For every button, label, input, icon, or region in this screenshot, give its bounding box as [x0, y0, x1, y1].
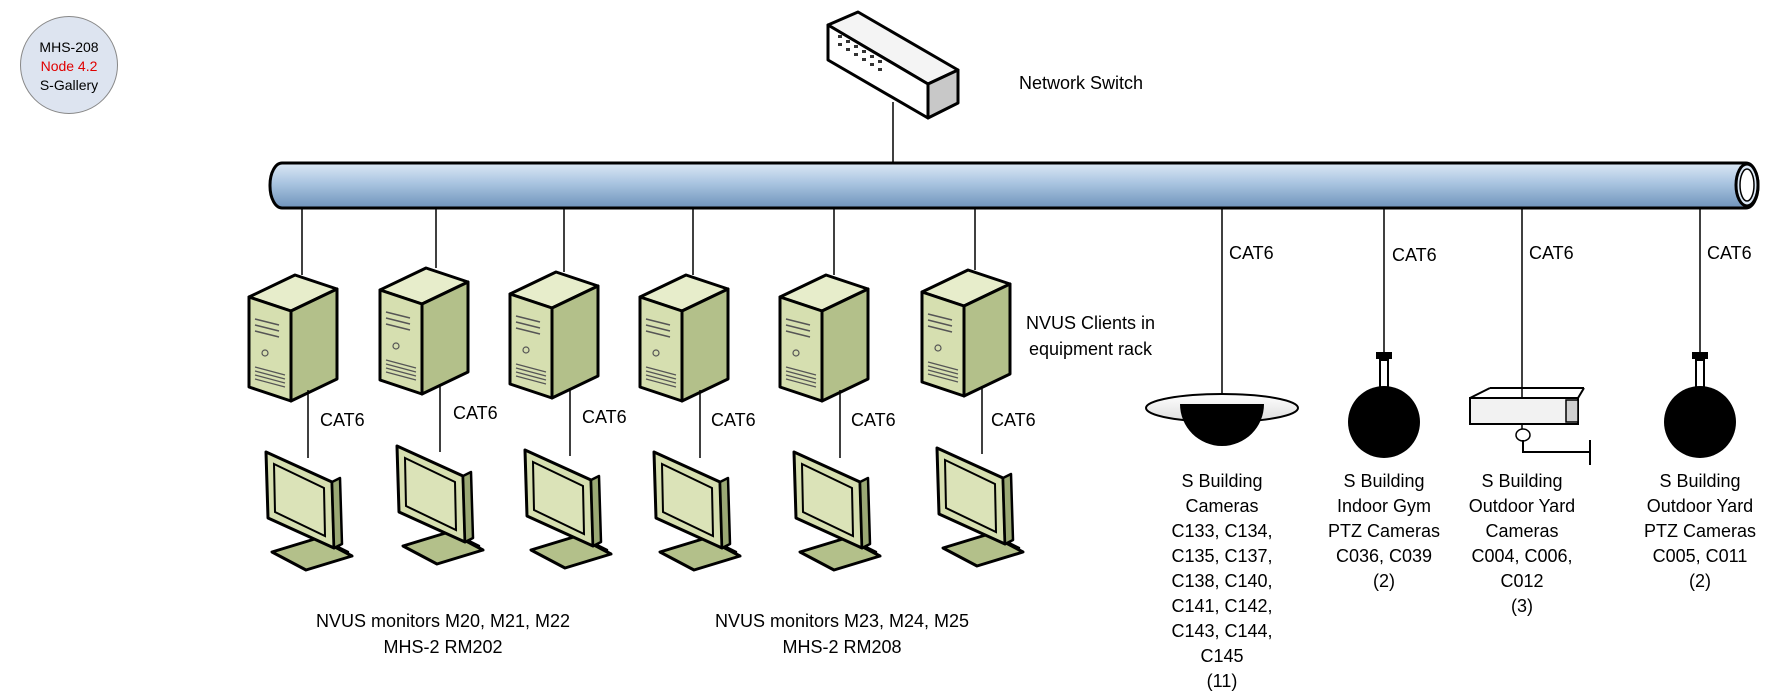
cable-label: CAT6	[1229, 243, 1274, 263]
network-switch-icon	[826, 10, 960, 120]
monitor-icon-m25	[935, 446, 1025, 568]
ptz-camera-icon-yard	[1664, 352, 1736, 458]
camera-group-4-line: Outdoor Yard	[1646, 496, 1754, 516]
cable-label: CAT6	[851, 410, 896, 430]
dome-camera-icon	[1145, 393, 1299, 446]
badge-line-2: Node 4.2	[40, 58, 98, 74]
camera-group-1-line: Cameras	[1185, 496, 1259, 516]
cable-label: CAT6	[1707, 243, 1752, 263]
camera-group-1-line: C141, C142,	[1171, 596, 1273, 616]
client-tower-4	[638, 273, 730, 403]
camera-group-label-3: S Building Outdoor Yard Cameras C004, C0…	[1451, 469, 1593, 619]
camera-group-2-line: (2)	[1373, 571, 1395, 591]
monitor-icon-m24	[792, 450, 882, 572]
camera-group-label-4: S Building Outdoor Yard PTZ Cameras C005…	[1630, 469, 1770, 594]
cable-label: CAT6	[320, 410, 365, 430]
camera-group-1-line: C133, C134,	[1171, 521, 1273, 541]
monitor-group-label-2: NVUS monitors M23, M24, M25 MHS-2 RM208	[682, 608, 1002, 660]
cable-label: CAT6	[1392, 245, 1437, 265]
camera-group-4-line: S Building	[1659, 471, 1741, 491]
client-tower-6	[920, 268, 1012, 398]
clients-label-line-2: equipment rack	[1028, 339, 1153, 359]
camera-group-2-line: Indoor Gym	[1336, 496, 1432, 516]
client-tower-5	[778, 273, 870, 403]
camera-group-3-line: C012	[1500, 571, 1544, 591]
network-switch-label: Network Switch	[1019, 73, 1144, 93]
monitor-group-2-line-1: NVUS monitors M23, M24, M25	[714, 611, 970, 631]
camera-group-1-line: (11)	[1206, 671, 1238, 691]
camera-group-1-line: C143, C144,	[1171, 621, 1273, 641]
node-badge: MHS-208 Node 4.2 S-Gallery	[20, 16, 118, 114]
monitor-icon-m21	[395, 444, 485, 566]
clients-label-line-1: NVUS Clients in	[1026, 313, 1156, 333]
cable-label: CAT6	[1529, 243, 1574, 263]
cable-label: CAT6	[711, 410, 756, 430]
clients-label: NVUS Clients in equipment rack	[1026, 310, 1155, 362]
camera-group-label-1: S Building Cameras C133, C134, C135, C13…	[1152, 469, 1292, 694]
monitor-icon-m22	[523, 448, 613, 570]
drop-lines	[301, 205, 1701, 438]
client-tower-2	[378, 266, 470, 396]
camera-group-2-line: C036, C039	[1335, 546, 1433, 566]
camera-group-4-line: (2)	[1689, 571, 1711, 591]
camera-group-1-line: S Building	[1181, 471, 1263, 491]
cable-label: CAT6	[453, 403, 498, 423]
camera-group-3-line: Outdoor Yard	[1468, 496, 1576, 516]
ptz-camera-icon-gym	[1348, 352, 1420, 458]
monitor-group-1-line-1: NVUS monitors M20, M21, M22	[315, 611, 571, 631]
camera-group-1-line: C135, C137,	[1171, 546, 1273, 566]
client-tower-1	[247, 273, 339, 403]
camera-group-2-line: S Building	[1343, 471, 1425, 491]
monitor-links	[307, 384, 983, 458]
camera-group-3-line: S Building	[1481, 471, 1563, 491]
cable-label: CAT6	[582, 407, 627, 427]
monitor-group-label-1: NVUS monitors M20, M21, M22 MHS-2 RM202	[283, 608, 603, 660]
camera-group-3-line: (3)	[1511, 596, 1533, 616]
badge-line-3: S-Gallery	[39, 77, 99, 93]
bullet-camera-icon	[1469, 387, 1591, 465]
network-backbone	[268, 161, 1760, 210]
cable-label: CAT6	[991, 410, 1036, 430]
camera-group-3-line: Cameras	[1485, 521, 1559, 541]
camera-group-4-line: PTZ Cameras	[1643, 521, 1757, 541]
monitor-icon-m23	[652, 450, 742, 572]
monitor-group-1-line-2: MHS-2 RM202	[383, 637, 503, 657]
camera-group-1-line: C138, C140,	[1171, 571, 1273, 591]
camera-group-1-line: C145	[1200, 646, 1244, 666]
camera-group-2-line: PTZ Cameras	[1327, 521, 1441, 541]
camera-group-3-line: C004, C006,	[1471, 546, 1573, 566]
monitor-icon-m20	[264, 450, 354, 572]
monitor-group-2-line-2: MHS-2 RM208	[782, 637, 902, 657]
camera-group-4-line: C005, C011	[1652, 546, 1748, 566]
camera-group-label-2: S Building Indoor Gym PTZ Cameras C036, …	[1314, 469, 1454, 594]
badge-line-1: MHS-208	[39, 39, 99, 55]
client-tower-3	[508, 270, 600, 400]
